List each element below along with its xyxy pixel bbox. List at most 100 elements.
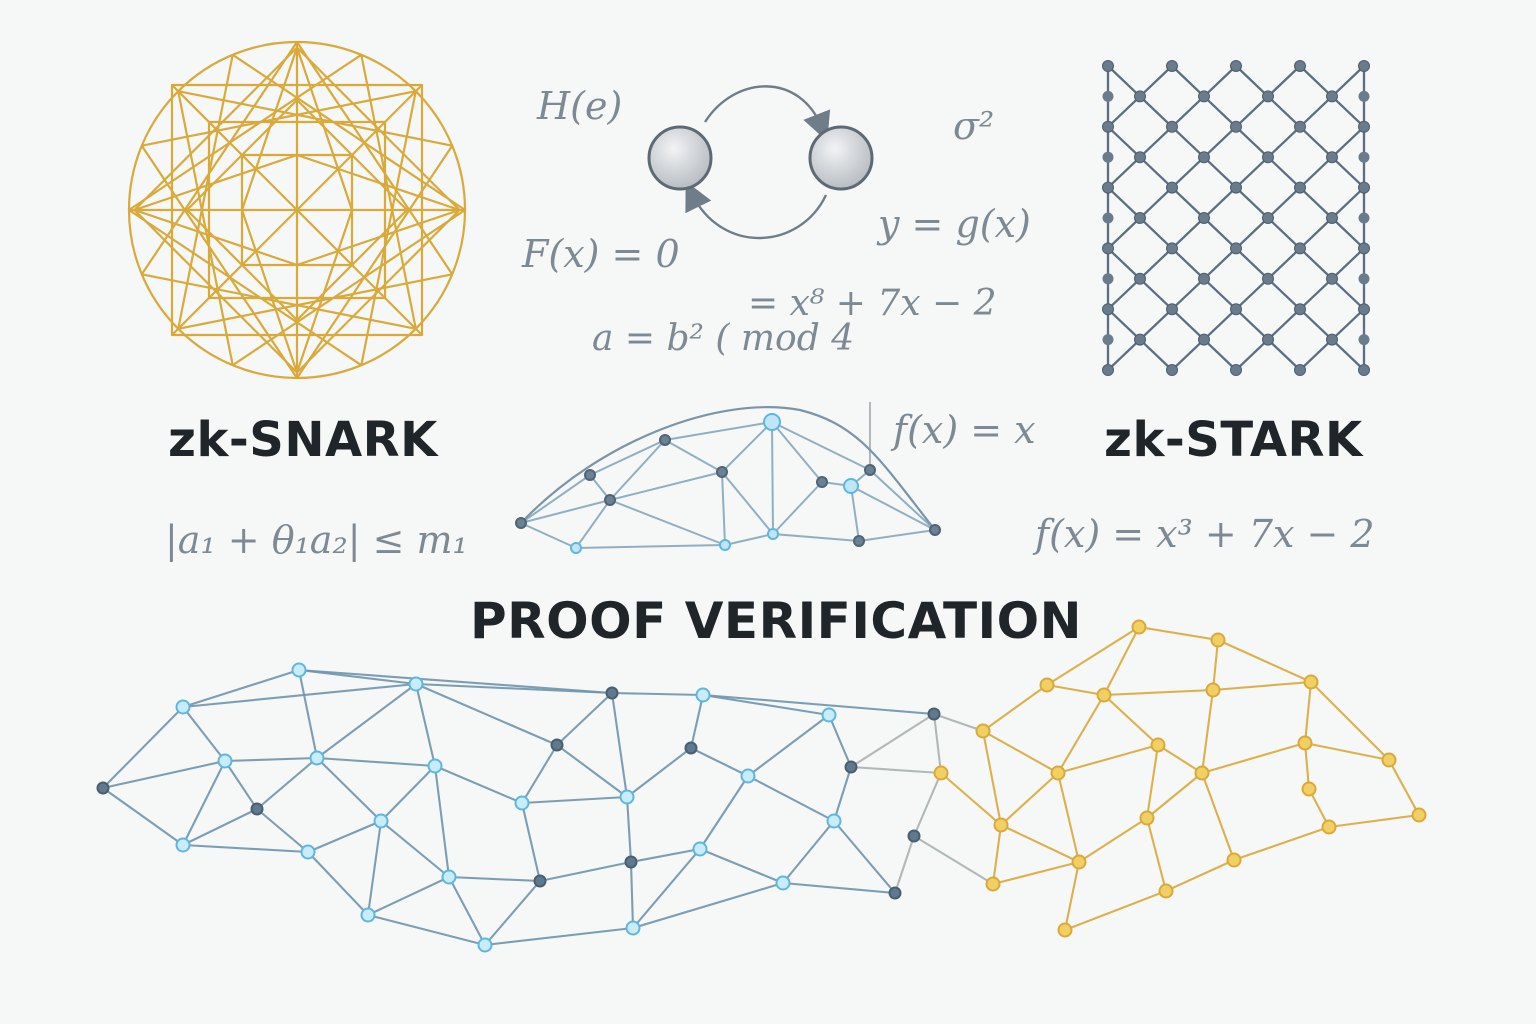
network-node [408, 676, 424, 692]
network-edge [932, 713, 943, 774]
network-edge [689, 694, 705, 749]
stark-node [1262, 333, 1274, 346]
stark-node [1358, 364, 1370, 376]
stark-node [1102, 181, 1114, 194]
network-edge [629, 861, 635, 929]
network-edge [182, 668, 300, 709]
network-node [624, 855, 638, 869]
stark-node [1102, 303, 1114, 316]
network-edge [1217, 639, 1312, 683]
network-edge [1157, 744, 1203, 774]
network-node [1303, 674, 1319, 690]
network-edge [702, 693, 935, 716]
network-edge [1064, 890, 1167, 931]
network-edge [894, 835, 915, 894]
stark-node [1166, 242, 1178, 255]
network-node [775, 875, 791, 891]
network-edge [1201, 772, 1235, 861]
network-node [927, 707, 941, 721]
network-node [1297, 735, 1313, 751]
stark-node [1358, 273, 1370, 285]
network-edge [448, 876, 486, 946]
network-edge [380, 820, 450, 878]
stark-node [1102, 90, 1114, 102]
network-edge [1303, 681, 1313, 744]
network-edge [182, 682, 417, 709]
middle-network-node [584, 469, 596, 481]
network-edge [316, 756, 436, 768]
middle-network-node [659, 434, 671, 446]
network-edge [1200, 689, 1215, 774]
network-edge [611, 691, 704, 697]
network-node [625, 920, 641, 936]
stark-node [1134, 272, 1146, 285]
network-edge [747, 714, 830, 777]
network-edge [933, 713, 984, 732]
formula-poly-fragment: = x⁸ + 7x − 2 [748, 283, 997, 324]
network-node [1205, 682, 1221, 698]
network-edge [630, 847, 701, 864]
stark-node [1358, 60, 1370, 72]
network-node [250, 802, 264, 816]
formula-f-poly: f(x) = x³ + 7x − 2 [1035, 512, 1375, 556]
network-edge [610, 692, 629, 798]
stark-node [1230, 120, 1242, 133]
stark-node [1294, 120, 1306, 133]
formula-mod-fragment: a = b² ( mod 4 [592, 318, 855, 359]
network-edge [415, 683, 558, 746]
network-node [175, 699, 191, 715]
network-edge [256, 808, 309, 853]
middle-network-edges [520, 421, 936, 549]
middle-network-node [604, 494, 616, 506]
cycle-node-left [647, 125, 713, 191]
stark-node [1358, 212, 1370, 224]
stark-node [1230, 303, 1242, 316]
stark-node [1326, 333, 1338, 346]
network-node [514, 795, 530, 811]
network-node [217, 753, 233, 769]
formula-inequality: |a₁ + θ₁a₂| ≤ m₁ [165, 518, 468, 562]
network-edge [256, 757, 318, 810]
network-edge [632, 848, 701, 929]
verification-title: PROOF VERIFICATION [470, 592, 1083, 650]
network-edge [991, 824, 1003, 885]
stark-node [1102, 273, 1114, 285]
stark-node [1358, 90, 1370, 102]
network-node [888, 886, 902, 900]
stark-node [1358, 120, 1370, 133]
network-edge [982, 684, 1048, 732]
stark-node [1102, 60, 1114, 72]
network-edge [1310, 681, 1390, 761]
network-node [826, 813, 842, 829]
network-node [360, 907, 376, 923]
network-node [1071, 854, 1087, 870]
network-edge [833, 820, 896, 894]
network-edge [484, 926, 634, 947]
network-edge [307, 820, 382, 853]
network-node [175, 837, 191, 853]
network-edge [1063, 861, 1081, 931]
network-edge [1057, 694, 1105, 774]
network-edge [913, 835, 994, 885]
network-edge [940, 772, 1002, 826]
network-edge [484, 880, 541, 946]
cycle-diagram [647, 85, 874, 240]
middle-network-node [929, 524, 941, 536]
network-node [1150, 737, 1166, 753]
network-edge [224, 756, 318, 763]
network-edge [1078, 817, 1148, 863]
network-node [1158, 883, 1174, 899]
network-node [1301, 781, 1317, 797]
network-edge [1212, 680, 1312, 692]
network-node [1321, 819, 1337, 835]
stark-node [1166, 364, 1178, 376]
stark-node [1294, 242, 1306, 255]
network-edge [913, 772, 942, 837]
stark-node [1134, 151, 1146, 164]
network-node [1131, 619, 1147, 635]
network-node [975, 723, 991, 739]
network-node [1210, 632, 1226, 648]
network-edge [366, 820, 383, 916]
network-edge [632, 881, 784, 930]
verification-network [96, 619, 1427, 953]
